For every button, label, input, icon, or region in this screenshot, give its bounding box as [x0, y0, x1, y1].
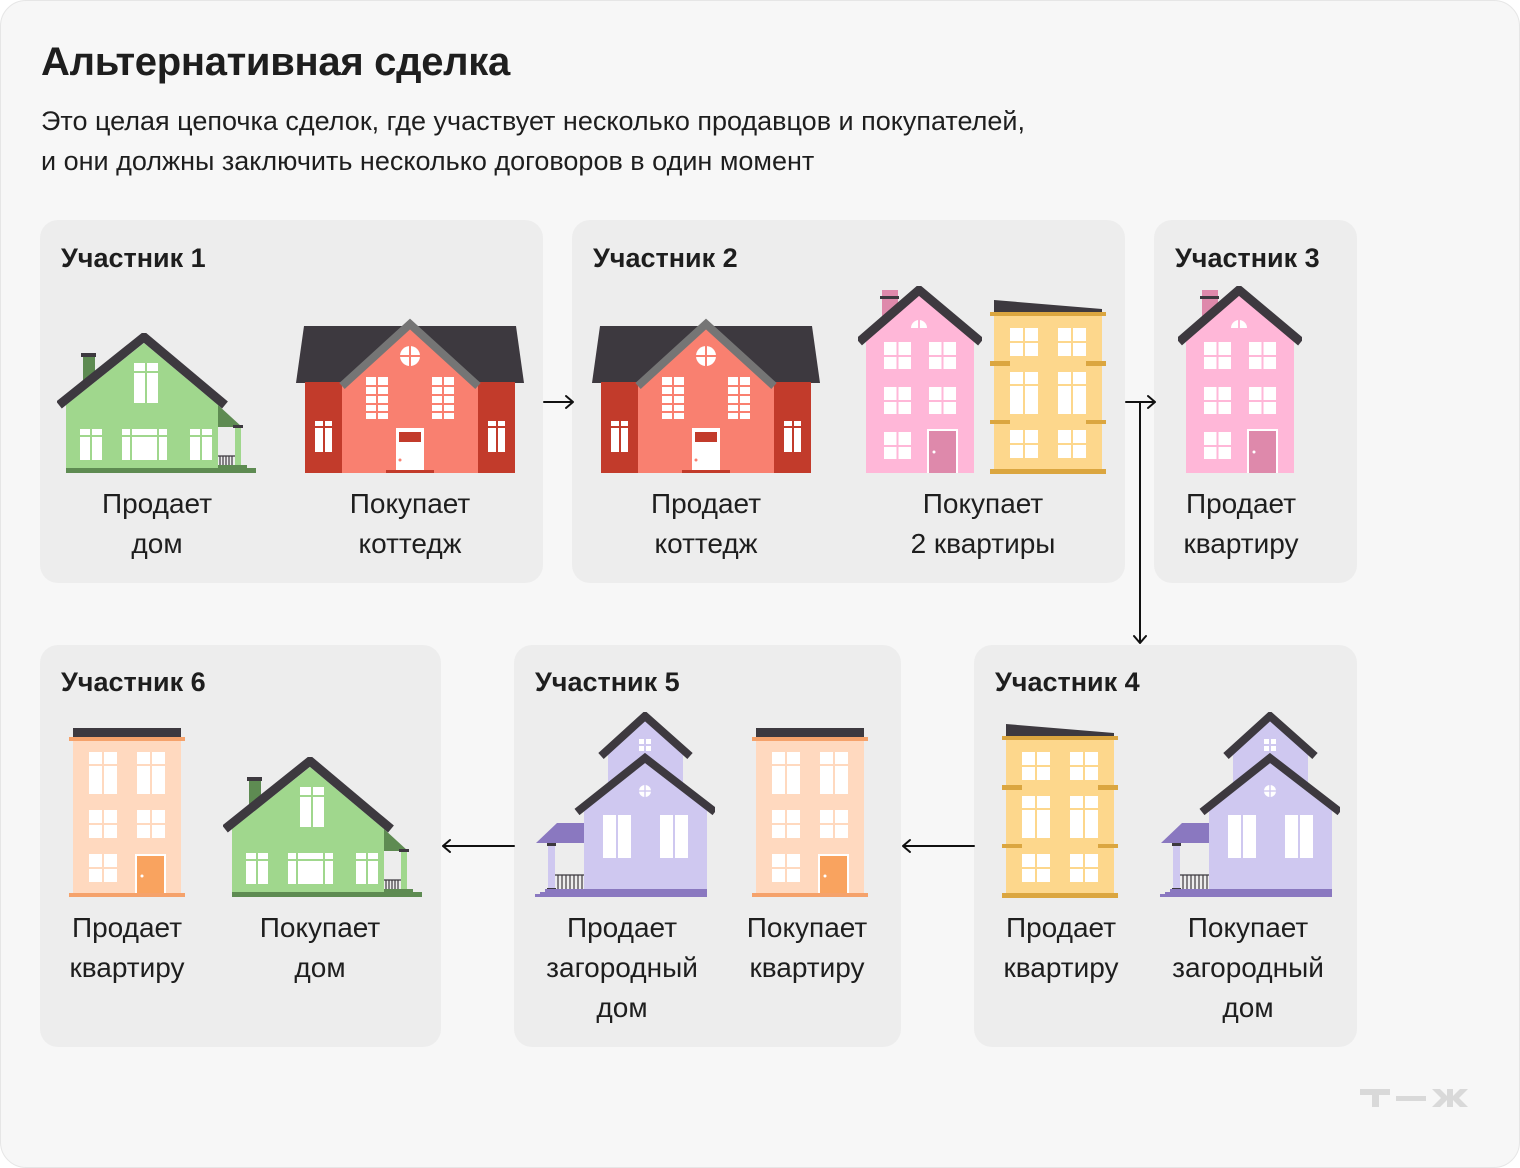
arrow-5-to-6: [442, 839, 515, 853]
participant-6-buys-label: Покупает дом: [259, 912, 381, 983]
tzh-logo: [1360, 1089, 1468, 1107]
participant-2-title: Участник 2: [593, 243, 738, 273]
participant-5-sells-label: Продает загородный дом: [546, 912, 698, 1023]
participant-4-sells-label: Продает квартиру: [1003, 912, 1119, 983]
participant-3-title: Участник 3: [1175, 243, 1320, 273]
participant-4-buys-label: Покупает загородный дом: [1172, 912, 1324, 1023]
page-subtitle: Это целая цепочка сделок, где участвует …: [41, 106, 1025, 176]
participant-6-sells-label: Продает квартиру: [69, 912, 185, 983]
participant-5-buys-label: Покупает квартиру: [746, 912, 868, 983]
participant-6-title: Участник 6: [61, 667, 206, 697]
arrow-1-to-2: [543, 395, 574, 409]
participant-5-title: Участник 5: [535, 667, 680, 697]
participant-1-buys-label: Покупает коттедж: [349, 488, 471, 559]
participant-2-buys-label: Покупает 2 квартиры: [910, 488, 1056, 559]
arrow-2-to-4: [1133, 401, 1147, 644]
participant-3-sells-label: Продает квартиру: [1183, 488, 1299, 559]
participant-4-title: Участник 4: [995, 667, 1140, 697]
participant-1-sells-label: Продает дом: [101, 488, 213, 559]
participant-1-title: Участник 1: [61, 243, 206, 273]
page-title: Альтернативная сделка: [41, 40, 510, 84]
arrow-4-to-5: [902, 839, 975, 853]
participant-2-sells-label: Продает коттедж: [650, 488, 762, 559]
